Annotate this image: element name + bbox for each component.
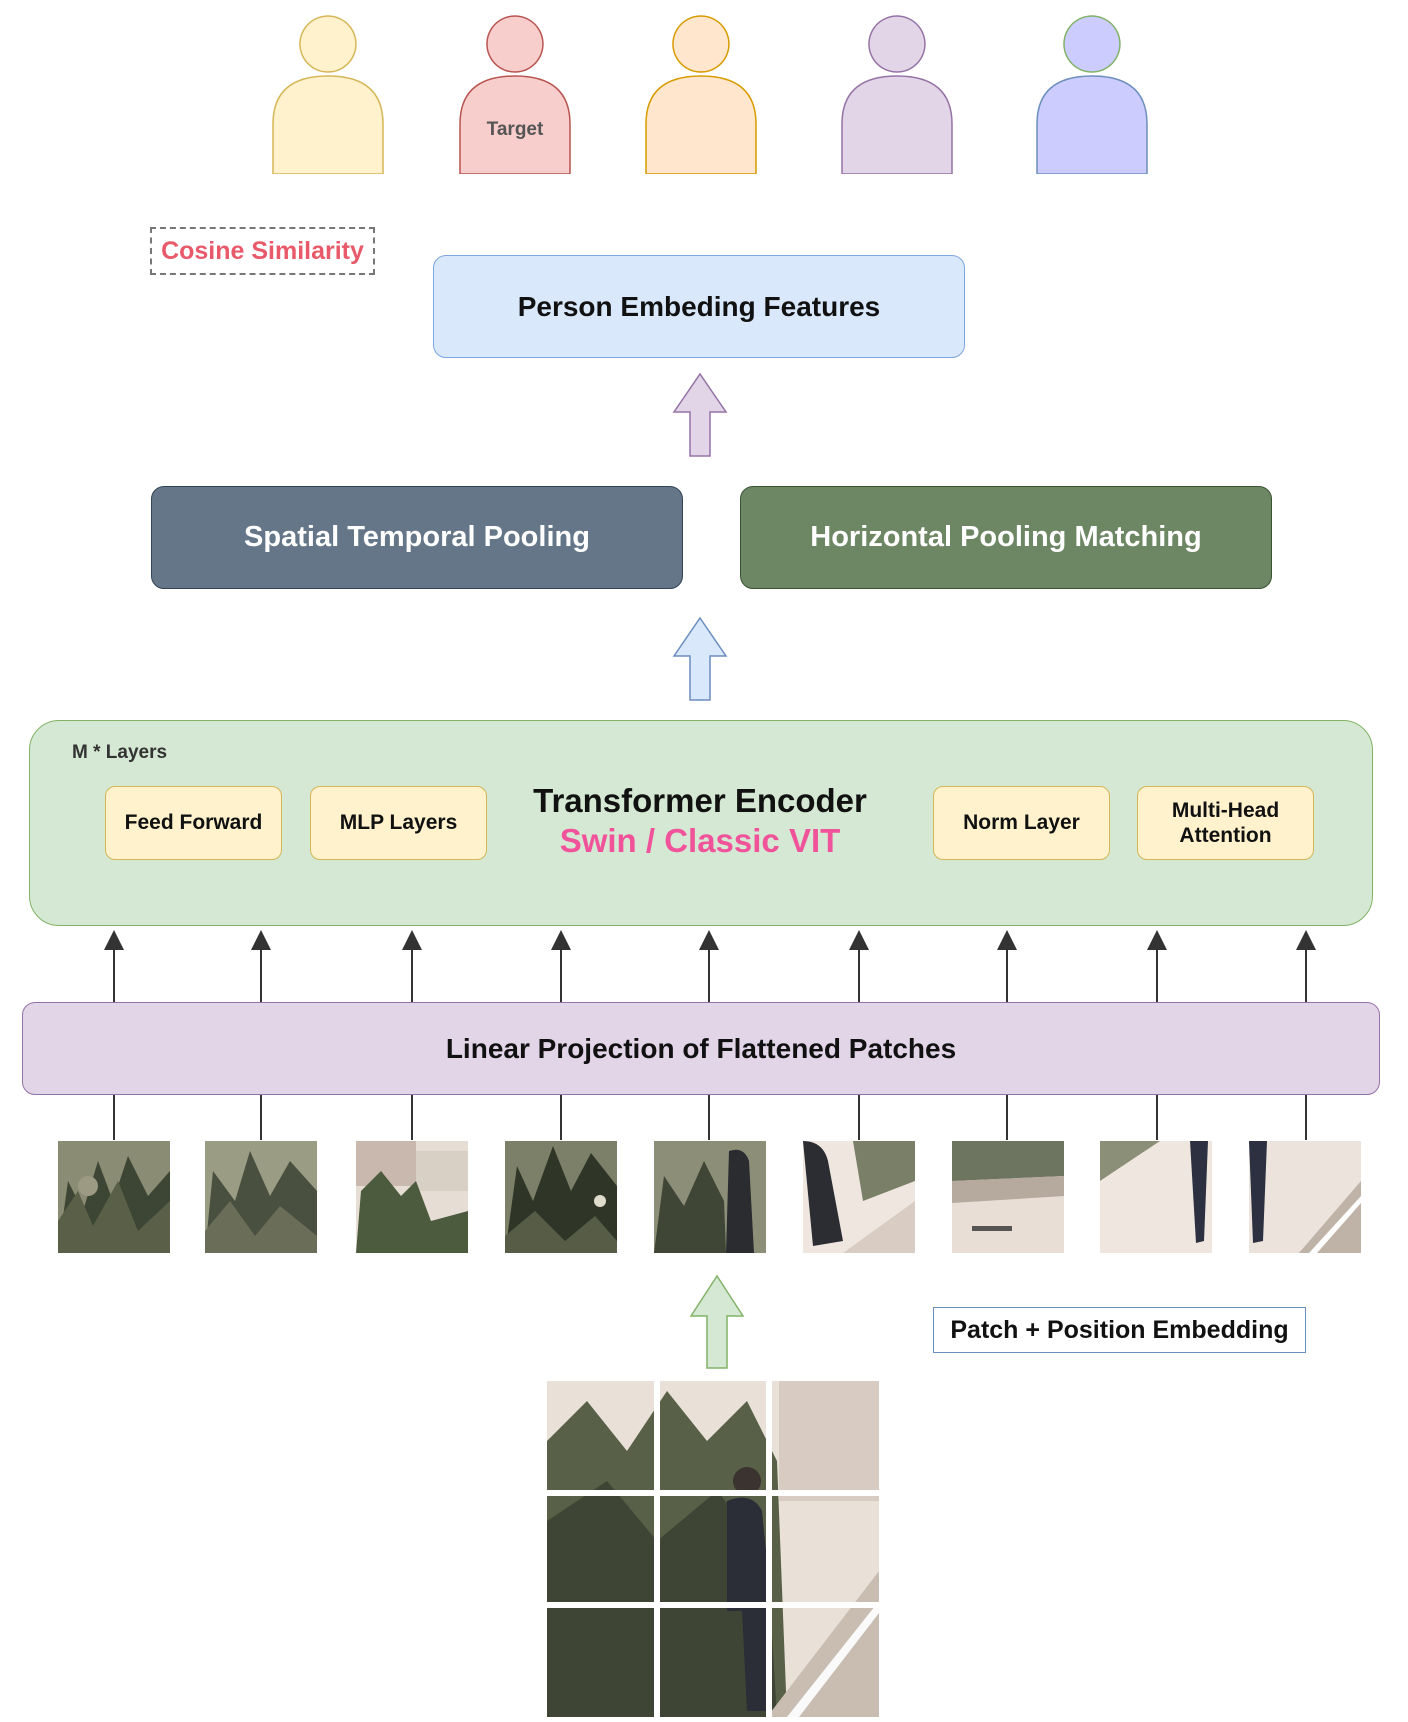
image-patch-5 <box>654 1141 766 1253</box>
image-patch-4 <box>505 1141 617 1253</box>
image-patch-2 <box>205 1141 317 1253</box>
person-embedding-box: Person Embeding Features <box>433 255 965 358</box>
patch-connector-lines <box>113 1095 1307 1140</box>
person-icon-3 <box>645 14 757 175</box>
arrow-up-blue-icon <box>672 616 728 701</box>
image-patch-7 <box>952 1141 1064 1253</box>
linear-projection-box: Linear Projection of Flattened Patches <box>22 1002 1380 1095</box>
cosine-similarity-label: Cosine Similarity <box>150 227 375 275</box>
encoder-subtitle: Swin / Classic VIT <box>559 822 841 859</box>
arrow-up-purple-icon <box>672 372 728 457</box>
image-patch-9 <box>1249 1141 1361 1253</box>
norm-layer-block: Norm Layer <box>933 786 1110 860</box>
image-patch-1 <box>58 1141 170 1253</box>
encoder-title: Transformer Encoder <box>533 782 867 819</box>
token-arrows <box>104 930 1316 1002</box>
image-patch-8 <box>1100 1141 1212 1253</box>
person-icon-target: Target <box>459 14 571 175</box>
person-icon-4 <box>841 14 953 175</box>
person-label-target: Target <box>486 119 544 140</box>
image-patch-3 <box>356 1141 468 1253</box>
feed-forward-block: Feed Forward <box>105 786 282 860</box>
m-layers-label: M * Layers <box>72 742 168 763</box>
spatial-temporal-pooling-box: Spatial Temporal Pooling <box>151 486 683 589</box>
multi-head-attention-block: Multi-Head Attention <box>1137 786 1314 860</box>
image-patch-6 <box>803 1141 915 1253</box>
mlp-layers-block: MLP Layers <box>310 786 487 860</box>
patch-position-embedding-label: Patch + Position Embedding <box>933 1307 1306 1353</box>
arrow-up-green-icon <box>689 1274 745 1369</box>
horizontal-pooling-matching-box: Horizontal Pooling Matching <box>740 486 1272 589</box>
source-image-grid <box>547 1381 879 1717</box>
person-icon-5 <box>1036 14 1148 175</box>
person-icon-1 <box>272 14 384 175</box>
